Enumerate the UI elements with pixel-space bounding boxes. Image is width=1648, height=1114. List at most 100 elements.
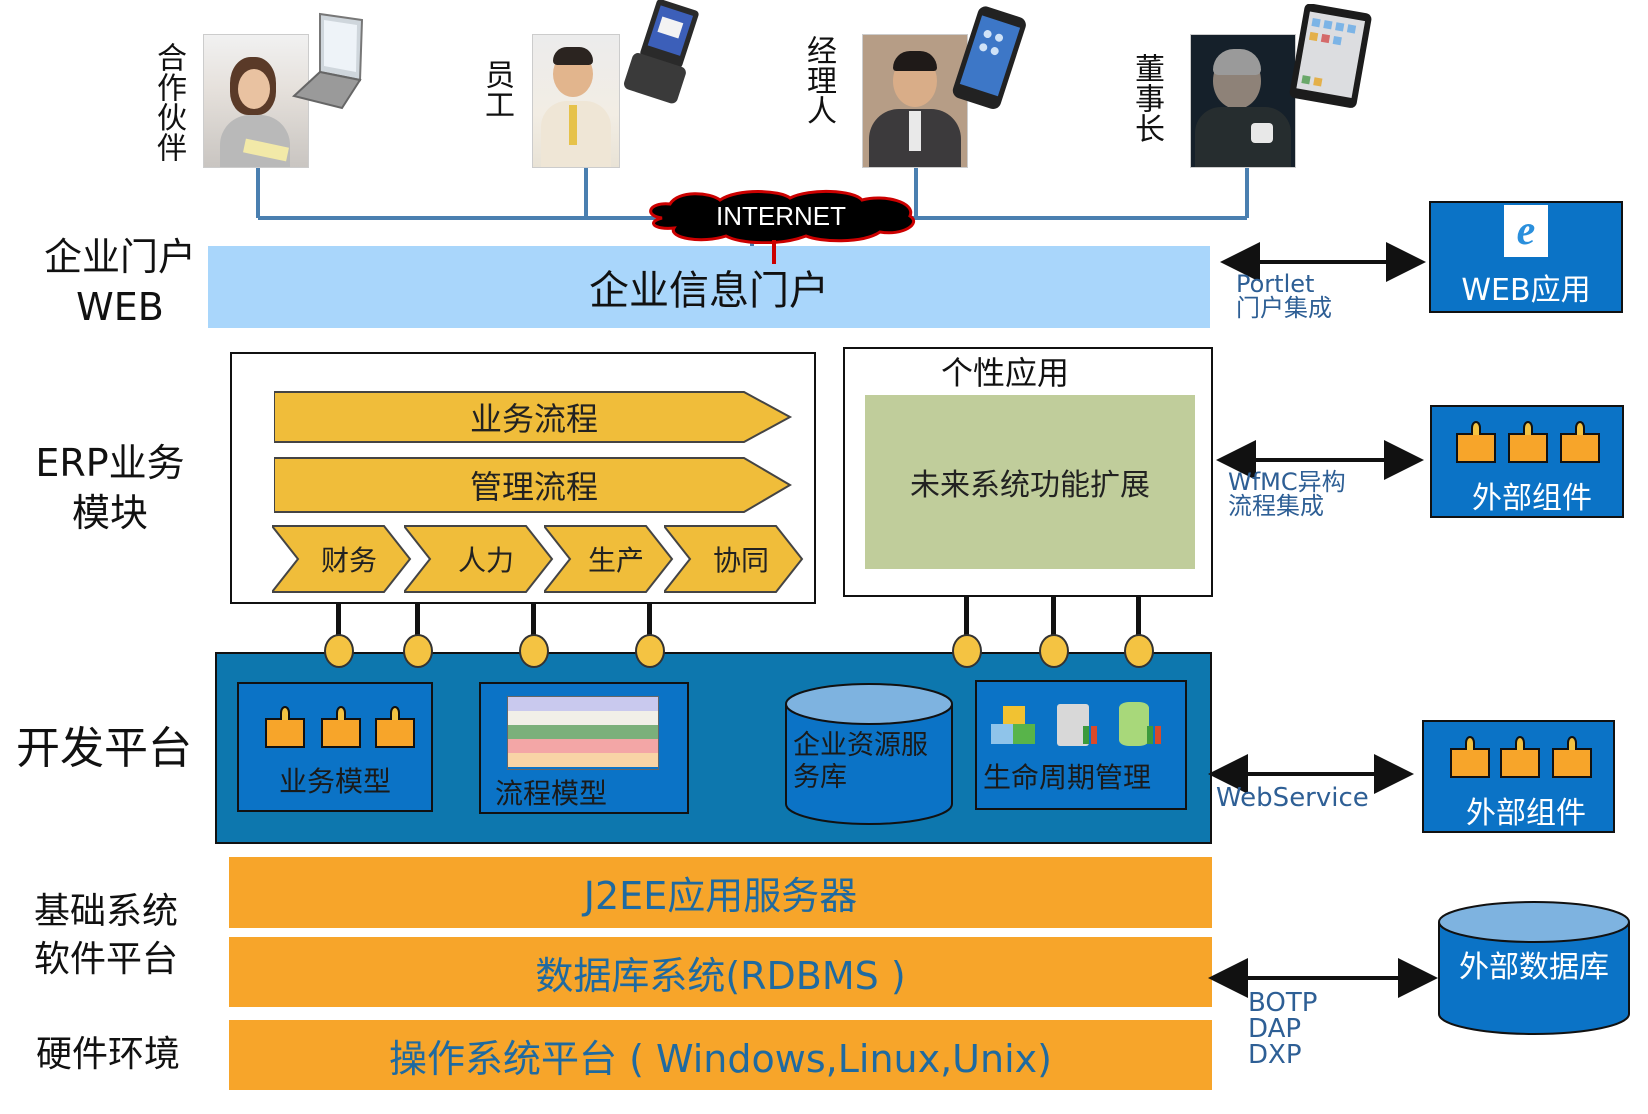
component-icon: [375, 706, 415, 748]
external-database-label: 外部数据库: [1459, 950, 1609, 985]
web-app-box[interactable]: e WEB应用: [1429, 201, 1623, 313]
module-label-finance: 财务: [320, 544, 377, 577]
process-model-label: 流程模型: [495, 777, 608, 810]
portal-label-line2: WEB: [76, 285, 164, 329]
dev-platform-box: 业务模型 流程模型 企业资源服 务库: [215, 652, 1212, 844]
chevron-shape-icon: [404, 525, 554, 593]
wfmc-integration-label: WfMC异构 流程集成: [1228, 470, 1346, 518]
module-label-production: 生产: [587, 544, 644, 577]
botp-line3: DXP: [1248, 1040, 1302, 1070]
interface-knob: [635, 634, 665, 668]
partner-photo: [203, 34, 309, 168]
process-model-box[interactable]: 流程模型: [479, 682, 689, 814]
user-label-partner: 合作伙伴: [151, 42, 186, 162]
lifecycle-management-box[interactable]: 生命周期管理: [975, 680, 1187, 810]
resource-repository-line2: 务库: [793, 762, 847, 793]
external-component-label: 外部组件: [1472, 481, 1592, 516]
connector-line: [964, 597, 969, 651]
connector-line: [647, 603, 652, 651]
erp-label-line2: 模块: [71, 491, 148, 535]
tablet-icon: [1282, 3, 1382, 114]
enterprise-portal-bar[interactable]: 企业信息门户: [208, 246, 1210, 328]
portlet-line1: Portlet: [1236, 270, 1315, 298]
external-component-label: 外部组件: [1466, 796, 1586, 831]
resource-repository-line1: 企业资源服: [793, 730, 928, 761]
lifecycle-label: 生命周期管理: [983, 761, 1152, 794]
management-flow-arrow[interactable]: 管理流程: [274, 456, 794, 514]
module-chevron-finance[interactable]: 财务: [272, 524, 412, 594]
interface-knob: [1124, 634, 1154, 668]
interface-knob: [403, 634, 433, 668]
laptop-icon: [290, 10, 380, 110]
layer-label-dev: 开发平台: [16, 723, 192, 774]
future-extension-block[interactable]: 未来系统功能扩展: [865, 395, 1195, 569]
arrow-shape-icon: [274, 391, 793, 443]
rdbms-bar[interactable]: 数据库系统(RDBMS ): [229, 937, 1212, 1007]
swimlane-diagram-icon: [507, 696, 659, 770]
component-icon: [265, 706, 305, 748]
portal-cloud-drip: [772, 240, 776, 264]
rdbms-label: 数据库系统(RDBMS ): [535, 953, 906, 998]
personal-app-box: 个性应用 未来系统功能扩展: [843, 347, 1213, 597]
layer-label-erp: ERP业务 模块: [10, 438, 210, 538]
smartphone-icon: [950, 4, 1030, 114]
connector-line: [1136, 597, 1141, 651]
manager-photo: [862, 34, 968, 168]
module-chevron-hr[interactable]: 人力: [404, 524, 554, 594]
module-chevron-production[interactable]: 生产: [544, 524, 674, 594]
user-label-manager: 经理人: [801, 35, 836, 125]
ie-browser-icon: e: [1504, 205, 1548, 257]
component-icon: [1508, 421, 1548, 463]
j2ee-server-label: J2EE应用服务器: [583, 874, 858, 918]
component-icon: [1552, 736, 1592, 778]
layer-label-hardware: 硬件环境: [35, 1034, 180, 1075]
component-icon: [1560, 421, 1600, 463]
connector-line: [415, 603, 420, 651]
wfmc-line1: WfMC异构: [1228, 468, 1346, 496]
resource-repository-cylinder[interactable]: 企业资源服 务库: [783, 680, 955, 828]
botp-line1: BOTP: [1248, 988, 1318, 1018]
interface-knob: [324, 634, 354, 668]
j2ee-server-bar[interactable]: J2EE应用服务器: [229, 857, 1212, 928]
module-label-hr: 人力: [457, 544, 514, 577]
interface-knob: [952, 634, 982, 668]
external-component-box-1[interactable]: 外部组件: [1430, 405, 1624, 518]
base-label-line2: 软件平台: [33, 939, 178, 980]
business-flow-arrow[interactable]: 业务流程: [274, 390, 794, 444]
future-extension-label: 未来系统功能扩展: [910, 468, 1150, 503]
db-tool-icon: [1119, 702, 1165, 746]
business-model-label: 业务模型: [278, 765, 391, 798]
layer-label-portal: 企业门户 WEB: [20, 232, 220, 332]
web-app-label: WEB应用: [1461, 273, 1591, 308]
portal-label-line1: 企业门户: [43, 235, 196, 279]
interface-knob: [1039, 634, 1069, 668]
business-model-box[interactable]: 业务模型: [237, 682, 433, 812]
user-label-chairman: 董事长: [1129, 53, 1164, 143]
cloud-icon: [649, 189, 915, 244]
employee-photo: [532, 34, 620, 168]
webservice-label: WebService: [1216, 783, 1369, 813]
erp-label-line1: ERP业务: [35, 441, 185, 485]
component-icon: [1450, 736, 1490, 778]
botp-label: BOTP DAP DXP: [1248, 990, 1317, 1068]
connector-line: [531, 603, 536, 651]
component-icon: [1456, 421, 1496, 463]
database-icon: [785, 683, 953, 825]
connector-line: [336, 603, 341, 651]
internet-cloud: INTERNET: [640, 188, 922, 244]
internet-label: INTERNET: [716, 200, 846, 231]
chevron-shape-icon: [544, 525, 674, 593]
os-platform-bar[interactable]: 操作系统平台 ( Windows,Linux,Unix): [229, 1020, 1212, 1090]
module-chevron-collaboration[interactable]: 协同: [664, 524, 804, 594]
erp-module-box: 业务流程 管理流程 财务 人力 生产 协同: [230, 352, 816, 604]
user-label-employee: 员工: [479, 59, 514, 119]
component-icon: [1500, 736, 1540, 778]
component-icon: [321, 706, 361, 748]
external-database-cylinder[interactable]: 外部数据库: [1436, 900, 1632, 1038]
botp-line2: DAP: [1248, 1014, 1302, 1044]
portlet-line2: 门户集成: [1236, 294, 1332, 322]
base-label-line1: 基础系统: [33, 891, 178, 932]
layer-label-base: 基础系统 软件平台: [6, 888, 206, 984]
external-component-box-2[interactable]: 外部组件: [1422, 720, 1615, 833]
